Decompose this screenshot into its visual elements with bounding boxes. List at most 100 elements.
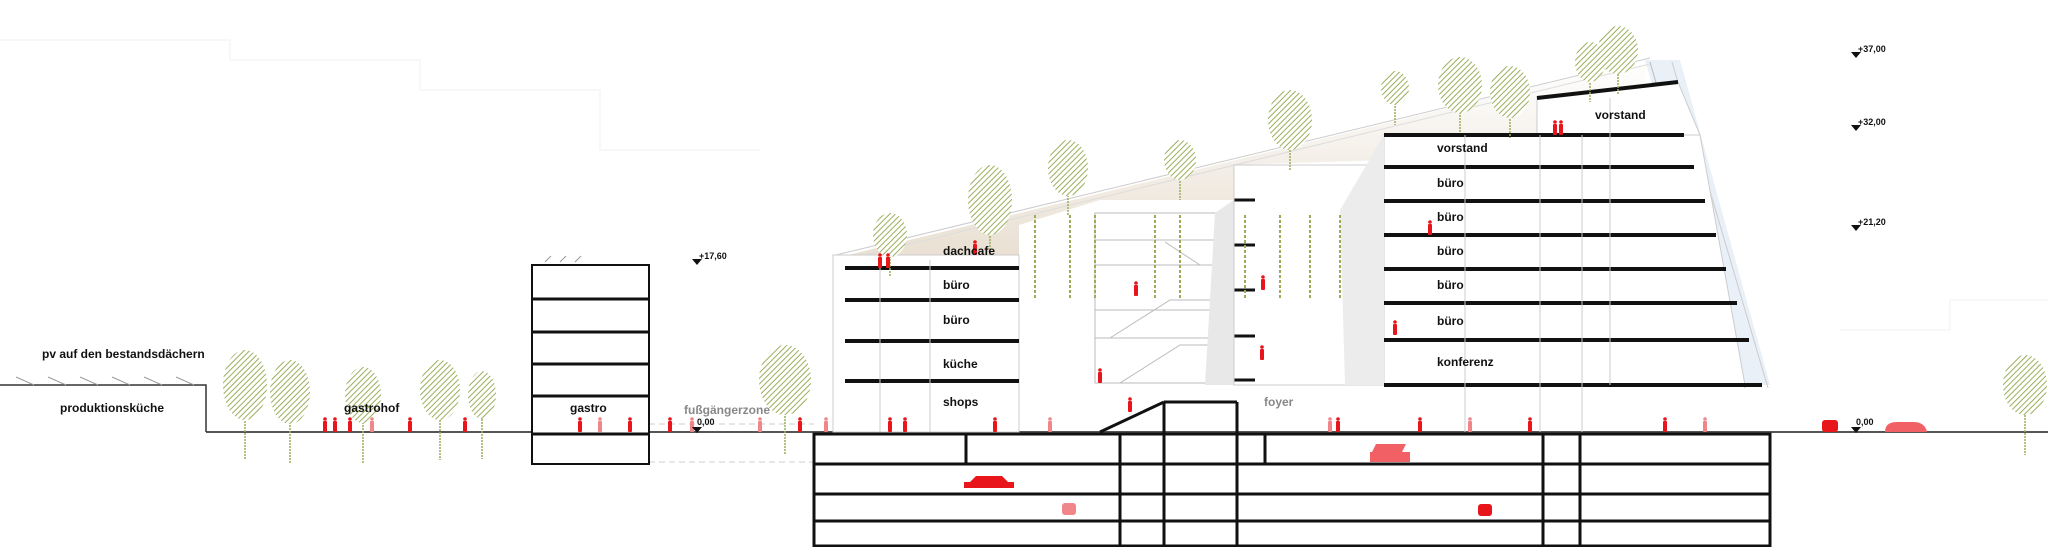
level-marker-ground-left: 0,00 [692, 417, 715, 433]
person-icon [824, 417, 828, 432]
person-icon [1261, 275, 1265, 290]
person-icon [408, 417, 412, 432]
person-icon [1134, 281, 1138, 296]
person-icon [1328, 417, 1332, 432]
person-icon [1468, 417, 1472, 432]
tree-icon [2003, 355, 2047, 455]
tree-icon [345, 367, 381, 463]
label-pv: pv auf den bestandsdächern [42, 347, 205, 361]
tree-icon [1598, 26, 1638, 94]
person-icon [1098, 368, 1102, 383]
tree-icon [873, 213, 907, 277]
underground-garage [812, 400, 1772, 547]
person-icon [1528, 417, 1532, 432]
label-produktionskueche: produktionsküche [60, 401, 164, 415]
car-icon [1885, 422, 1927, 432]
person-icon [1393, 320, 1397, 335]
label-konferenz: konferenz [1437, 355, 1494, 369]
person-icon [1703, 417, 1707, 432]
person-icon [1336, 417, 1340, 432]
label-buero-4: büro [1437, 278, 1464, 292]
level-markers: +37,00 +32,00 +21,20 +17,60 0,00 0,00 [692, 44, 1886, 433]
person-icon [1428, 220, 1432, 235]
person-icon [758, 417, 762, 432]
person-icon [1260, 345, 1264, 360]
car-icon [1062, 503, 1076, 515]
tree-icon [468, 371, 496, 459]
tree-icon [1164, 140, 1196, 200]
person-icon [1048, 417, 1052, 432]
hanging-plants [1034, 215, 1341, 300]
person-icon [1128, 397, 1132, 412]
person-icon [973, 240, 977, 255]
person-icon [668, 417, 672, 432]
context-outline [0, 39, 2048, 331]
people-silhouettes [323, 120, 1707, 432]
label-buero-west-1: büro [943, 278, 970, 292]
tree-icon [1268, 90, 1312, 170]
label-foyer: foyer [1264, 395, 1294, 409]
person-icon [333, 417, 337, 432]
person-icon [578, 417, 582, 432]
label-buero-2: büro [1437, 210, 1464, 224]
person-icon [1559, 120, 1563, 135]
person-icon [690, 417, 694, 432]
person-icon [903, 417, 907, 432]
label-gastrohof: gastrohof [344, 401, 400, 415]
tree-icon [1490, 66, 1530, 138]
car-icon [1370, 444, 1410, 462]
tree-icon [1438, 57, 1482, 133]
tree-icon [1048, 140, 1088, 216]
person-icon [348, 417, 352, 432]
tree-icon [420, 360, 460, 460]
tree-icon [1381, 71, 1409, 125]
label-shops: shops [943, 395, 979, 409]
level-marker-21: +21,20 [1851, 217, 1886, 231]
tree-icon [1575, 42, 1605, 102]
label-vorstand: vorstand [1437, 141, 1488, 155]
tree-icon [270, 360, 310, 464]
car-icon [1478, 504, 1492, 516]
svg-text:0,00: 0,00 [1856, 417, 1874, 427]
person-icon [886, 253, 890, 268]
svg-text:0,00: 0,00 [697, 417, 715, 427]
car-icon [964, 476, 1014, 488]
person-icon [628, 417, 632, 432]
person-icon [878, 253, 882, 268]
gastro-building [531, 255, 650, 465]
level-marker-ground-right: 0,00 [1851, 417, 1874, 433]
atrium [1094, 200, 1234, 385]
tree-icon [223, 350, 267, 460]
label-buero-west-2: büro [943, 313, 970, 327]
trees [223, 26, 2047, 464]
svg-text:+32,00: +32,00 [1858, 117, 1886, 127]
label-buero-1: büro [1437, 176, 1464, 190]
level-marker-37: +37,00 [1851, 44, 1886, 58]
room-labels: pv auf den bestandsdächern produktionskü… [42, 108, 1646, 417]
label-buero-5: büro [1437, 314, 1464, 328]
label-buero-3: büro [1437, 244, 1464, 258]
person-icon [993, 417, 997, 432]
tree-icon [968, 165, 1012, 255]
label-gastro: gastro [570, 401, 607, 415]
person-icon [1663, 417, 1667, 432]
production-kitchen-building [0, 376, 207, 432]
label-vorstand-top: vorstand [1595, 108, 1646, 122]
label-fussgaengerzone: fußgängerzone [684, 403, 770, 417]
svg-text:+17,60: +17,60 [699, 251, 727, 261]
car-icon [1822, 420, 1838, 432]
label-dachcafe: dachcafe [943, 244, 995, 258]
person-icon [888, 417, 892, 432]
person-icon [370, 417, 374, 432]
person-icon [463, 417, 467, 432]
person-icon [598, 417, 602, 432]
svg-text:+37,00: +37,00 [1858, 44, 1886, 54]
person-icon [323, 417, 327, 432]
west-building [832, 254, 1020, 433]
tree-icon [759, 345, 811, 455]
label-kueche: küche [943, 357, 978, 371]
person-icon [1553, 120, 1557, 135]
office-tower [1340, 80, 1762, 432]
svg-text:+21,20: +21,20 [1858, 217, 1886, 227]
